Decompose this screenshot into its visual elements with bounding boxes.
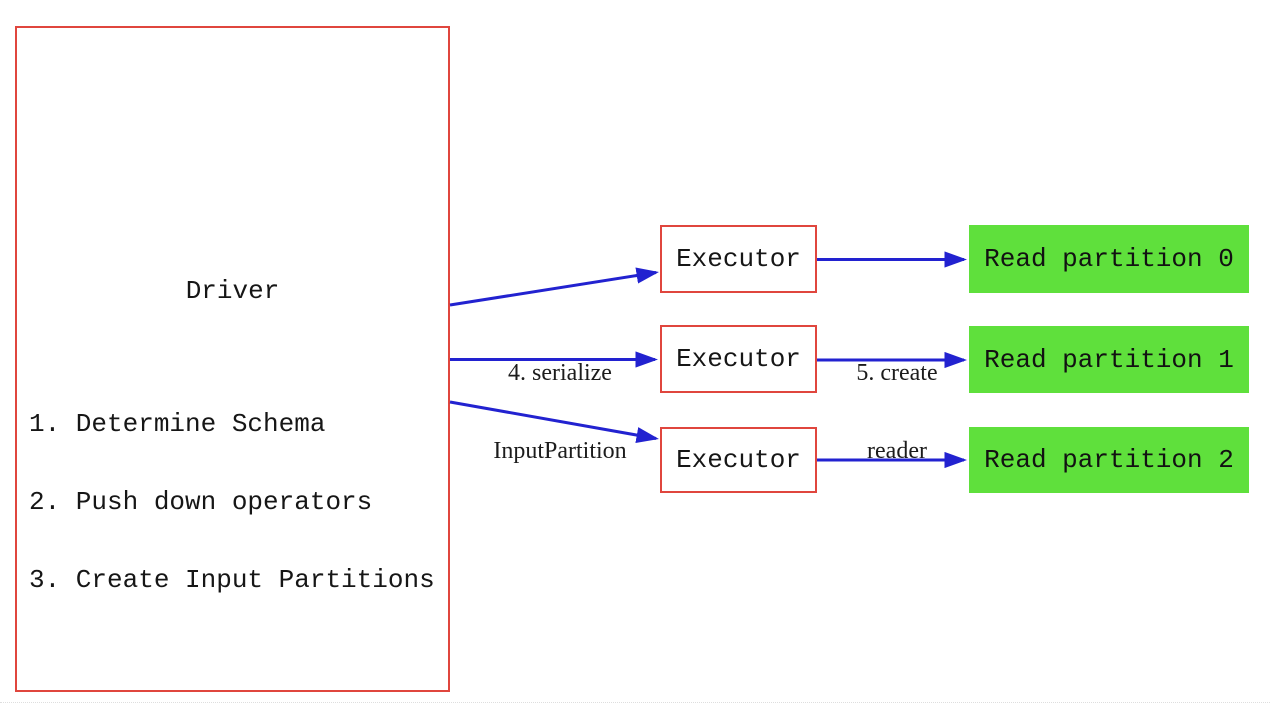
edge-label-serialize-line1: 4. serialize	[508, 360, 612, 386]
arrow-driver-to-executor-0	[449, 267, 659, 307]
driver-step-3: 3. Create Input Partitions	[29, 565, 435, 595]
edge-label-create-reader-line2: reader	[867, 438, 927, 464]
read-partition-label-2: Read partition 2	[984, 445, 1234, 475]
driver-step-1: 1. Determine Schema	[29, 409, 326, 439]
read-partition-box-2: Read partition 2	[969, 427, 1249, 493]
edge-label-create-reader-line1: 5. create	[856, 360, 938, 386]
executor-box-1: Executor	[660, 325, 817, 393]
driver-step-2: 2. Push down operators	[29, 487, 373, 517]
edge-label-serialize-line2: InputPartition	[493, 438, 627, 464]
driver-steps-list: 1. Determine Schema 2. Push down operato…	[29, 359, 435, 645]
driver-title: Driver	[185, 276, 280, 306]
executor-box-2: Executor	[660, 427, 817, 493]
edge-label-create-reader: 5. create reader	[822, 308, 972, 516]
executor-label-2: Executor	[676, 445, 801, 475]
read-partition-label-1: Read partition 1	[984, 344, 1234, 375]
page-edge-line	[0, 702, 1270, 703]
executor-label-1: Executor	[676, 344, 801, 374]
driver-box: Driver 1. Determine Schema 2. Push down …	[15, 26, 450, 692]
executor-box-0: Executor	[660, 225, 817, 293]
executor-label-0: Executor	[676, 244, 801, 274]
read-partition-box-1: Read partition 1	[969, 326, 1249, 393]
read-partition-box-0: Read partition 0	[969, 225, 1249, 293]
read-partition-label-0: Read partition 0	[984, 244, 1234, 274]
edge-label-serialize-inputpartition: 4. serialize InputPartition	[455, 308, 665, 516]
